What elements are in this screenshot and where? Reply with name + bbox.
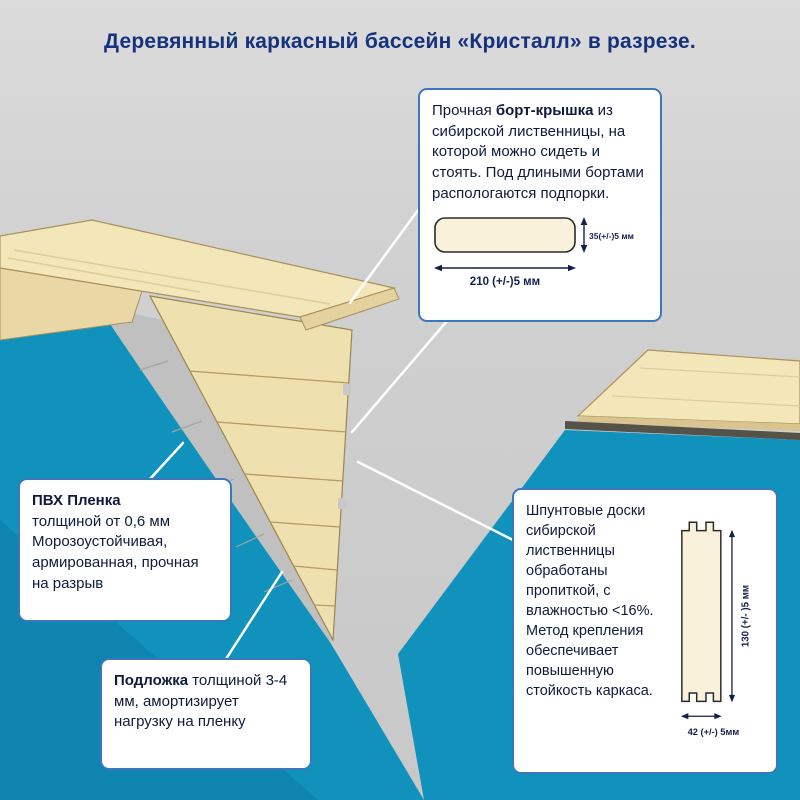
boards-text: Шпунтовые доски сибирской лиственницы об…	[526, 503, 654, 699]
bort-board-outline	[434, 217, 576, 254]
bort-cover-left	[0, 219, 400, 341]
bort-text-rest: из сибирской лиственницы, на которой мож…	[432, 102, 644, 202]
joint-notch	[338, 498, 346, 509]
callout-bort-cover: Прочная борт-крышка из сибирской листвен…	[418, 88, 662, 322]
underlay-text-bold: Подложка	[114, 672, 189, 689]
pvc-text-rest: толщиной от 0,6 мм Морозоустойчивая, арм…	[32, 512, 199, 592]
ground-shadow-line	[565, 421, 800, 440]
callout-underlay-text: Подложка толщиной 3-4 мм, амортизирует н…	[114, 671, 298, 733]
callout-underlay: Подложка толщиной 3-4 мм, амортизирует н…	[100, 658, 312, 770]
callout-wall-boards: Шпунтовые доски сибирской лиственницы об…	[512, 488, 778, 774]
bort-dimension-diagram: 210 (+/-)5 мм 35(+/-)5 мм	[434, 217, 634, 288]
bort-text-lead: Прочная	[432, 102, 496, 119]
callout-pvc-text: ПВХ Пленка толщиной от 0,6 мм Морозоустой…	[32, 491, 218, 594]
page-title: Деревянный каркасный бассейн «Кристалл» …	[104, 30, 696, 53]
board-width-dim-label: 42 (+/-) 5мм	[688, 727, 740, 737]
underlay-text-rest: толщиной 3-4 мм, амортизирует нагрузку н…	[114, 672, 288, 731]
board-profile-diagram: 130 (+/- )5 мм 42 (+/-) 5мм	[681, 521, 752, 737]
callout-connector-lines	[148, 204, 515, 661]
board-height-dim-label: 130 (+/- )5 мм	[741, 585, 752, 647]
joint-notch	[343, 384, 351, 395]
callout-pvc-film: ПВХ Пленка толщиной от 0,6 мм Морозоустой…	[18, 478, 232, 622]
pvc-text-bold: ПВХ Пленка	[32, 492, 121, 509]
bort-height-dim-label: 35(+/-)5 мм	[589, 231, 634, 241]
callout-bort-text: Прочная борт-крышка из сибирской листвен…	[432, 101, 648, 204]
board-profile-outline	[681, 521, 723, 703]
bort-text-bold: борт-крышка	[495, 102, 594, 119]
wood-wall-boards	[148, 295, 353, 643]
bort-cover-right	[565, 349, 800, 440]
bort-width-dim-label: 210 (+/-)5 мм	[470, 276, 540, 288]
